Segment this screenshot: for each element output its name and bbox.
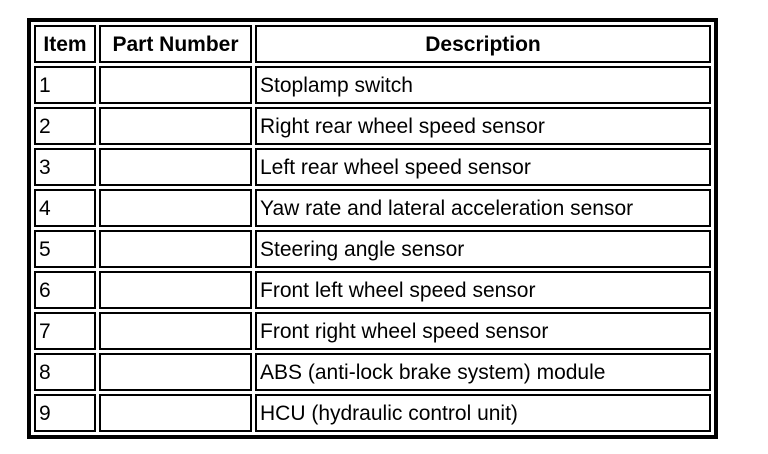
part-number-cell (99, 148, 252, 186)
table-row: 4 Yaw rate and lateral acceleration sens… (34, 189, 711, 227)
part-number-cell (99, 189, 252, 227)
part-number-cell (99, 271, 252, 309)
item-cell: 8 (34, 353, 96, 391)
table-row: 1 Stoplamp switch (34, 66, 711, 104)
description-cell: ABS (anti-lock brake system) module (255, 353, 711, 391)
item-cell: 9 (34, 394, 96, 432)
table-row: 9 HCU (hydraulic control unit) (34, 394, 711, 432)
description-cell: Steering angle sensor (255, 230, 711, 268)
column-header-part-number: Part Number (99, 25, 252, 63)
part-number-cell (99, 66, 252, 104)
description-cell: Stoplamp switch (255, 66, 711, 104)
part-number-cell (99, 353, 252, 391)
column-header-item: Item (34, 25, 96, 63)
description-cell: HCU (hydraulic control unit) (255, 394, 711, 432)
table-row: 8 ABS (anti-lock brake system) module (34, 353, 711, 391)
table-row: 7 Front right wheel speed sensor (34, 312, 711, 350)
table-header: Item Part Number Description (34, 25, 711, 63)
item-cell: 6 (34, 271, 96, 309)
parts-table-container: Item Part Number Description 1 Stoplamp … (27, 18, 718, 439)
table-row: 3 Left rear wheel speed sensor (34, 148, 711, 186)
description-cell: Left rear wheel speed sensor (255, 148, 711, 186)
part-number-cell (99, 107, 252, 145)
part-number-cell (99, 394, 252, 432)
item-cell: 5 (34, 230, 96, 268)
table-body: 1 Stoplamp switch 2 Right rear wheel spe… (34, 66, 711, 432)
item-cell: 4 (34, 189, 96, 227)
part-number-cell (99, 230, 252, 268)
description-cell: Front left wheel speed sensor (255, 271, 711, 309)
column-header-description: Description (255, 25, 711, 63)
item-cell: 2 (34, 107, 96, 145)
part-number-cell (99, 312, 252, 350)
table-row: 2 Right rear wheel speed sensor (34, 107, 711, 145)
table-row: 5 Steering angle sensor (34, 230, 711, 268)
item-cell: 7 (34, 312, 96, 350)
description-cell: Front right wheel speed sensor (255, 312, 711, 350)
parts-table: Item Part Number Description 1 Stoplamp … (27, 18, 718, 439)
item-cell: 1 (34, 66, 96, 104)
header-row: Item Part Number Description (34, 25, 711, 63)
item-cell: 3 (34, 148, 96, 186)
description-cell: Right rear wheel speed sensor (255, 107, 711, 145)
description-cell: Yaw rate and lateral acceleration sensor (255, 189, 711, 227)
table-row: 6 Front left wheel speed sensor (34, 271, 711, 309)
